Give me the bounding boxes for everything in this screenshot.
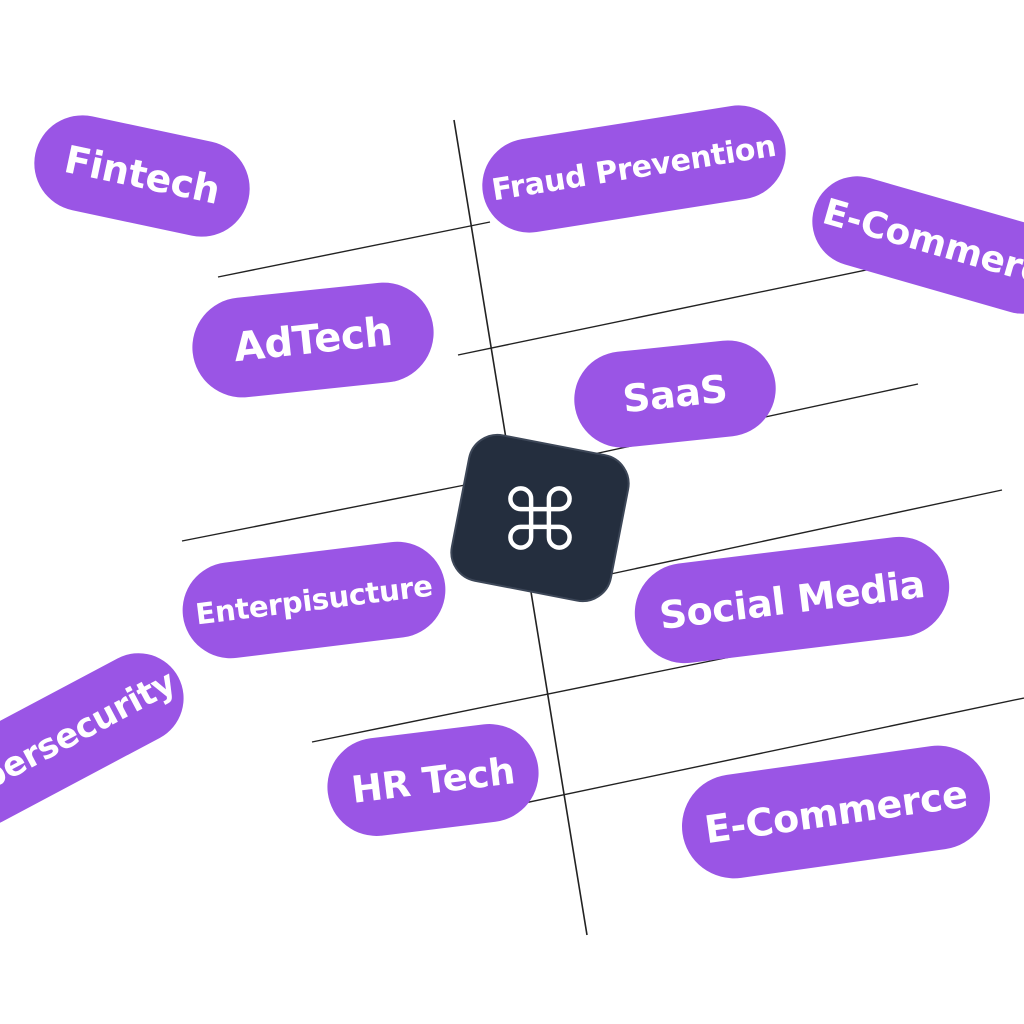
tag-label: E-Commerce — [701, 771, 971, 853]
grid-line — [457, 264, 891, 356]
tag-label: AdTech — [231, 308, 395, 372]
tag-label: SaaS — [620, 366, 730, 422]
tag-label: Enterpisucture — [193, 568, 435, 632]
grid-line — [605, 489, 1003, 576]
tag-label: Fraud Prevention — [489, 128, 779, 209]
tag-label: Social Media — [656, 561, 928, 639]
grid-line — [217, 221, 491, 278]
tag-label: Fintech — [60, 137, 224, 213]
command-key-icon — [508, 486, 572, 550]
command-key[interactable] — [445, 428, 635, 608]
grid-line — [181, 483, 471, 542]
tag-label: HR Tech — [349, 749, 518, 812]
grid-line — [311, 654, 741, 743]
